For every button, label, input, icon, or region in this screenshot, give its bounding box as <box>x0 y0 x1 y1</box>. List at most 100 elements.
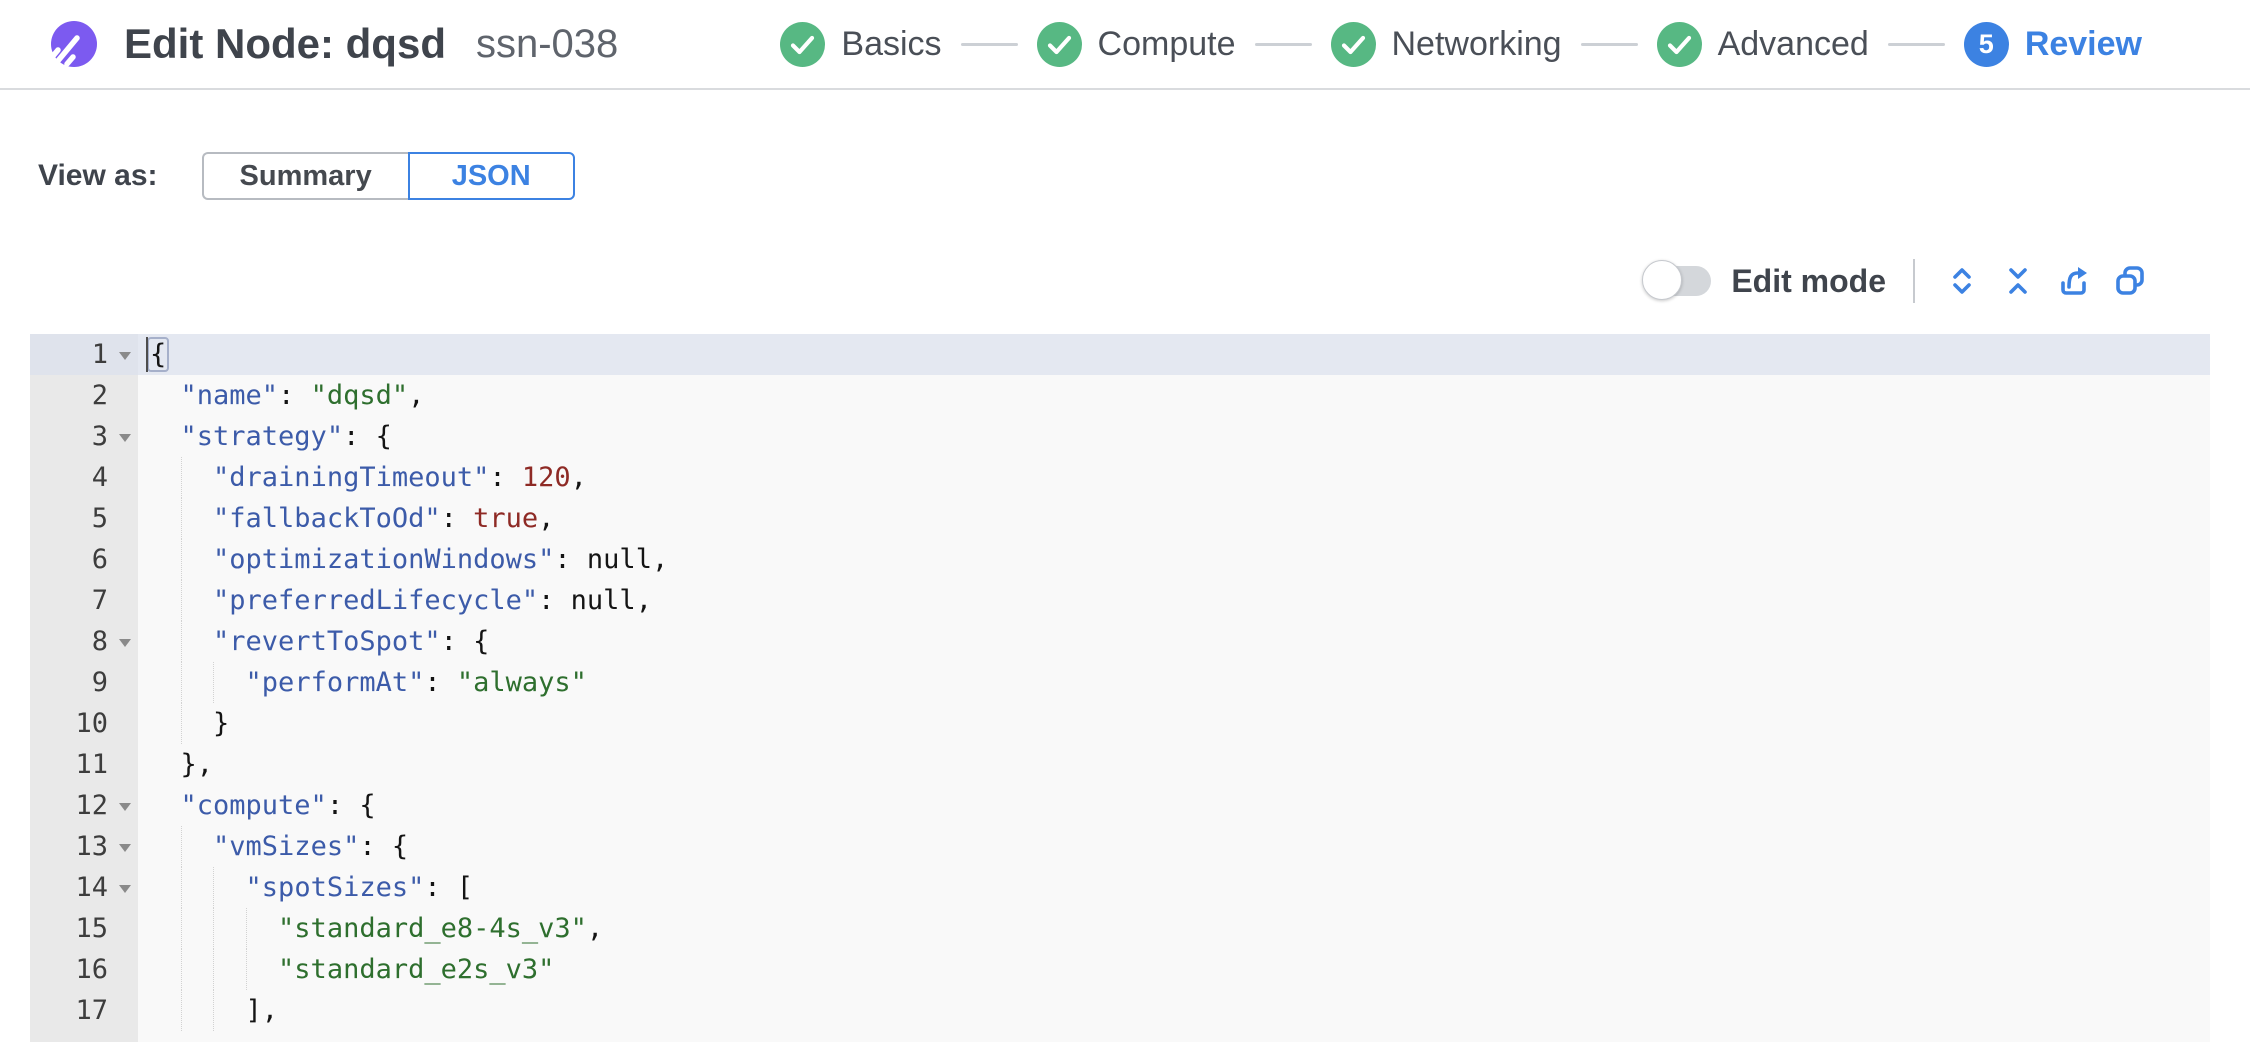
toggle-knob <box>1642 260 1683 300</box>
code-line-6[interactable]: 6 "optimizationWindows": null, <box>30 539 2210 580</box>
view-toggle-group: Summary JSON <box>201 152 575 200</box>
step-label: Networking <box>1391 24 1562 63</box>
indent-guide <box>180 990 182 1031</box>
step-connector <box>1254 42 1312 46</box>
code-line-13[interactable]: 13 "vmSizes": { <box>30 826 2210 867</box>
line-number: 12 <box>75 790 108 821</box>
code-text[interactable]: } <box>138 703 2210 744</box>
fold-arrow-icon[interactable] <box>119 884 131 893</box>
indent-guide <box>180 867 182 908</box>
gutter-cell: 11 <box>30 744 138 785</box>
edit-mode-label: Edit mode <box>1731 262 1886 299</box>
fold-arrow-icon[interactable] <box>119 433 131 442</box>
fold-arrow-icon[interactable] <box>119 802 131 811</box>
code-text[interactable]: { <box>138 334 2210 375</box>
tab-json[interactable]: JSON <box>407 152 575 200</box>
code-text[interactable]: "preferredLifecycle": null, <box>138 580 2210 621</box>
code-text[interactable]: "optimizationWindows": null, <box>138 539 2210 580</box>
code-line-14[interactable]: 14 "spotSizes": [ <box>30 867 2210 908</box>
code-line-4[interactable]: 4 "drainingTimeout": 120, <box>30 457 2210 498</box>
line-number-gutter <box>30 334 138 1042</box>
line-number: 1 <box>91 339 108 370</box>
indent-guide <box>213 662 214 703</box>
code-text[interactable]: "drainingTimeout": 120, <box>138 457 2210 498</box>
json-editor[interactable]: 1{2 "name": "dqsd",3 "strategy": {4 "dra… <box>30 334 2210 1042</box>
indent-guide <box>213 867 214 908</box>
line-number: 8 <box>91 626 108 657</box>
collapse-all-button[interactable] <box>1998 261 2038 301</box>
view-as-row: View as: Summary JSON <box>38 152 575 200</box>
line-number: 2 <box>91 380 108 411</box>
gutter-cell: 16 <box>30 949 138 990</box>
code-text[interactable]: "compute": { <box>180 790 376 821</box>
gutter-cell: 2 <box>30 375 138 416</box>
page-title: Edit Node: dqsd <box>124 20 446 67</box>
code-text[interactable]: "revertToSpot": { <box>138 621 2210 662</box>
code-line-3[interactable]: 3 "strategy": { <box>30 416 2210 457</box>
code-text[interactable]: "fallbackToOd": true, <box>138 498 2210 539</box>
line-number: 4 <box>91 462 108 493</box>
code-text[interactable]: "name": "dqsd", <box>180 380 425 411</box>
code-text[interactable]: "vmSizes": { <box>138 826 2210 867</box>
line-number: 15 <box>75 913 108 944</box>
line-number: 11 <box>75 749 108 780</box>
indent-guide <box>180 539 182 580</box>
expand-all-button[interactable] <box>1942 261 1982 301</box>
indent-guide <box>180 580 182 621</box>
step-label: Basics <box>841 24 942 63</box>
copy-icon <box>2116 266 2144 295</box>
indent-guide <box>180 621 182 662</box>
gutter-cell: 17 <box>30 990 138 1031</box>
copy-button[interactable] <box>2110 261 2150 301</box>
gutter-cell: 7 <box>30 580 138 621</box>
step-networking[interactable]: Networking <box>1330 21 1562 67</box>
code-text[interactable]: "spotSizes": [ <box>138 867 2210 908</box>
gutter-cell: 1 <box>30 334 138 375</box>
code-text[interactable]: "strategy": { <box>180 421 392 452</box>
line-number: 16 <box>75 954 108 985</box>
code-text[interactable]: }, <box>148 749 214 780</box>
code-line-2[interactable]: 2 "name": "dqsd", <box>30 375 2210 416</box>
code-text[interactable]: "standard_e2s_v3" <box>138 949 2210 990</box>
indent-guide <box>180 703 182 744</box>
step-compute[interactable]: Compute <box>1036 21 1236 67</box>
code-text[interactable]: ], <box>138 990 2210 1031</box>
code-text[interactable]: "performAt": "always" <box>138 662 2210 703</box>
fold-arrow-icon[interactable] <box>119 351 131 360</box>
gutter-cell: 4 <box>30 457 138 498</box>
indent-guide <box>245 908 247 949</box>
toolbar-divider <box>1913 259 1915 303</box>
view-as-label: View as: <box>38 159 158 192</box>
gutter-cell: 6 <box>30 539 138 580</box>
code-line-9[interactable]: 9 "performAt": "always" <box>30 662 2210 703</box>
gutter-cell: 12 <box>30 785 138 826</box>
spot-logo-icon <box>50 20 98 68</box>
code-line-12[interactable]: 12 "compute": { <box>30 785 2210 826</box>
code-line-1[interactable]: 1{ <box>30 334 2210 375</box>
edit-mode-toggle[interactable] <box>1642 260 1712 300</box>
code-line-10[interactable]: 10 } <box>30 703 2210 744</box>
code-text[interactable]: "standard_e8-4s_v3", <box>138 908 2210 949</box>
fold-arrow-icon[interactable] <box>119 638 131 647</box>
fold-arrow-icon[interactable] <box>119 843 131 852</box>
code-line-16[interactable]: 16 "standard_e2s_v3" <box>30 949 2210 990</box>
code-line-17[interactable]: 17 ], <box>30 990 2210 1031</box>
code-line-15[interactable]: 15 "standard_e8-4s_v3", <box>30 908 2210 949</box>
code-content: 1{2 "name": "dqsd",3 "strategy": {4 "dra… <box>30 334 2210 1031</box>
code-line-5[interactable]: 5 "fallbackToOd": true, <box>30 498 2210 539</box>
code-line-11[interactable]: 11 }, <box>30 744 2210 785</box>
line-number: 13 <box>75 831 108 862</box>
export-button[interactable] <box>2054 261 2094 301</box>
step-connector <box>960 42 1018 46</box>
check-icon <box>780 21 826 67</box>
step-basics[interactable]: Basics <box>780 21 942 67</box>
tab-summary[interactable]: Summary <box>201 152 408 200</box>
check-icon <box>1656 21 1702 67</box>
code-line-8[interactable]: 8 "revertToSpot": { <box>30 621 2210 662</box>
line-number: 9 <box>91 667 108 698</box>
line-number: 5 <box>91 503 108 534</box>
step-advanced[interactable]: Advanced <box>1656 21 1869 67</box>
expand-all-icon <box>1953 268 1971 294</box>
code-line-7[interactable]: 7 "preferredLifecycle": null, <box>30 580 2210 621</box>
